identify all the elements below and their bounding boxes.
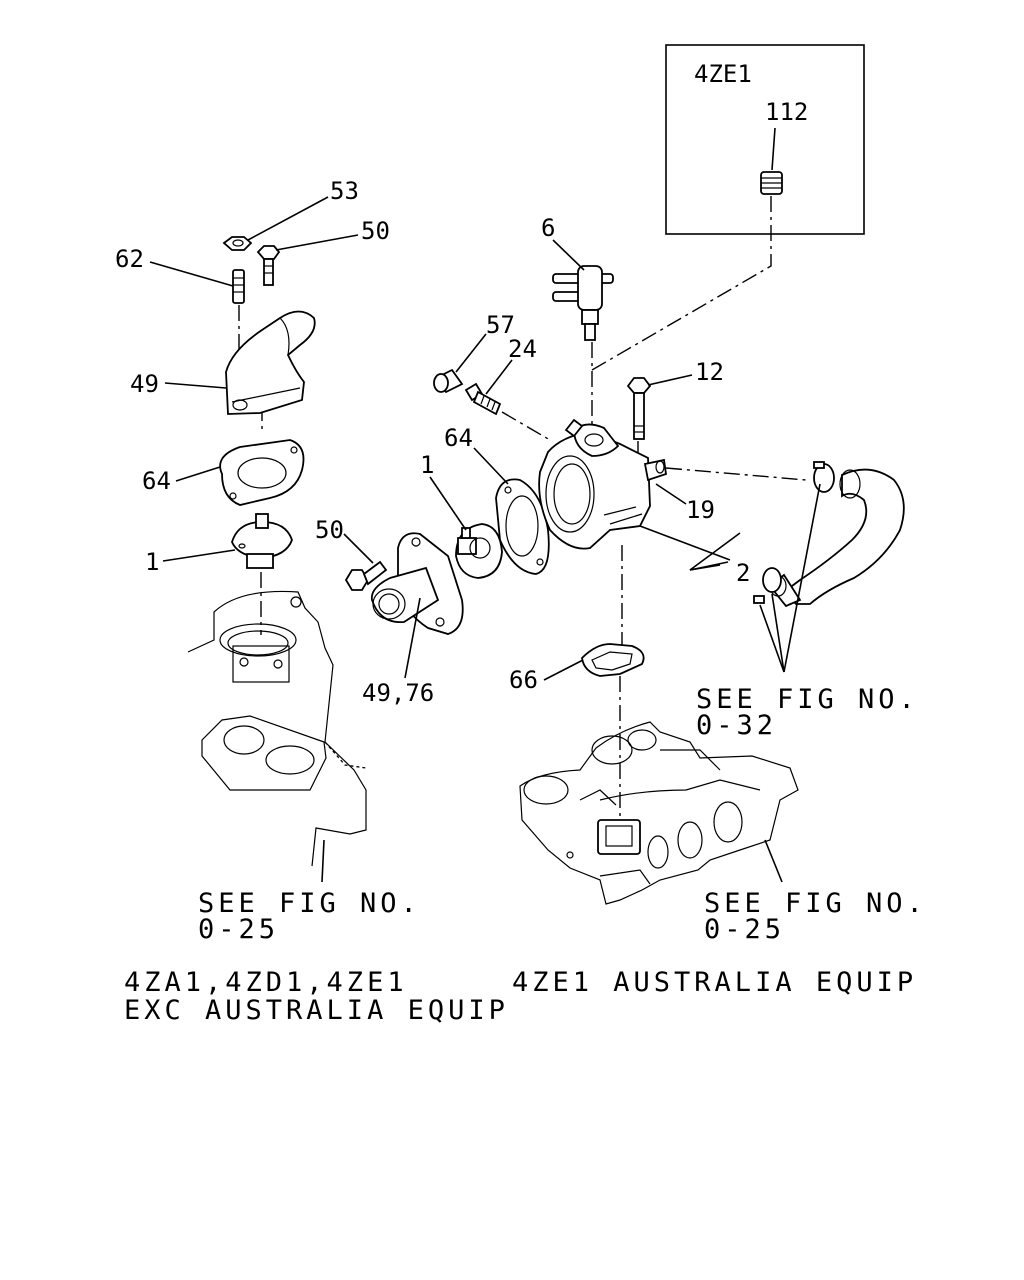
engine-block-left-icon <box>187 590 367 867</box>
callout-19: 19 <box>686 496 715 524</box>
sensor-6-icon <box>552 265 614 341</box>
thermostat-1-mid-icon <box>455 523 503 579</box>
callout-12: 12 <box>695 358 724 386</box>
see-fig-025-left-line1: SEE FIG NO. <box>198 888 421 919</box>
callout-6: 6 <box>541 214 555 242</box>
gasket-64-left-icon <box>219 439 305 506</box>
hose-clamp-lower-icon <box>753 567 782 604</box>
callout-64-left: 64 <box>142 467 171 495</box>
inset-box: 4ZE1 112 <box>665 44 865 235</box>
plug-112-icon <box>760 171 783 195</box>
bolt-12-icon <box>626 377 652 440</box>
caption-left-line2: EXC AUSTRALIA EQUIP <box>124 995 509 1026</box>
nut-57-icon <box>433 368 464 394</box>
callout-1-mid: 1 <box>420 451 434 479</box>
callout-57: 57 <box>486 311 515 339</box>
callout-24: 24 <box>508 335 537 363</box>
see-fig-025-left-line2: 0-25 <box>198 914 279 945</box>
callout-1-left: 1 <box>145 548 159 576</box>
callout-50-top: 50 <box>361 217 390 245</box>
water-outlet-49-icon <box>225 310 316 415</box>
callout-112: 112 <box>765 98 808 126</box>
see-fig-032-line1: SEE FIG NO. <box>696 684 919 715</box>
bolt-50-mid-icon <box>344 560 388 591</box>
thermostat-1-left-icon <box>231 513 293 569</box>
callout-49: 49 <box>130 370 159 398</box>
callout-66: 66 <box>509 666 538 694</box>
hose-clamp-upper-icon <box>813 461 835 493</box>
callout-2: 2 <box>736 559 750 587</box>
gasket-66-icon <box>581 643 645 677</box>
callout-62: 62 <box>115 245 144 273</box>
callout-49-76: 49,76 <box>362 679 434 707</box>
caption-left-line1: 4ZA1,4ZD1,4ZE1 <box>124 967 408 998</box>
bolt-50-icon <box>256 245 281 286</box>
callout-64-mid: 64 <box>444 424 473 452</box>
see-fig-025-right-line2: 0-25 <box>704 914 785 945</box>
gasket-64-mid-icon <box>495 478 550 575</box>
see-fig-032-line2: 0-32 <box>696 710 777 741</box>
engine-block-right-icon <box>519 721 799 905</box>
bleeder-24-icon <box>464 382 502 416</box>
radiator-hose-icon <box>768 468 905 608</box>
callout-50-mid: 50 <box>315 516 344 544</box>
see-fig-025-right-line1: SEE FIG NO. <box>704 888 927 919</box>
inset-engine-label: 4ZE1 <box>694 60 752 88</box>
water-outlet-49-76-icon <box>370 532 464 635</box>
callout-53: 53 <box>330 177 359 205</box>
nut-53-icon <box>222 236 253 251</box>
caption-right: 4ZE1 AUSTRALIA EQUIP <box>512 967 917 998</box>
stud-62-icon <box>232 269 245 304</box>
thermostat-housing-2-icon <box>538 418 667 550</box>
